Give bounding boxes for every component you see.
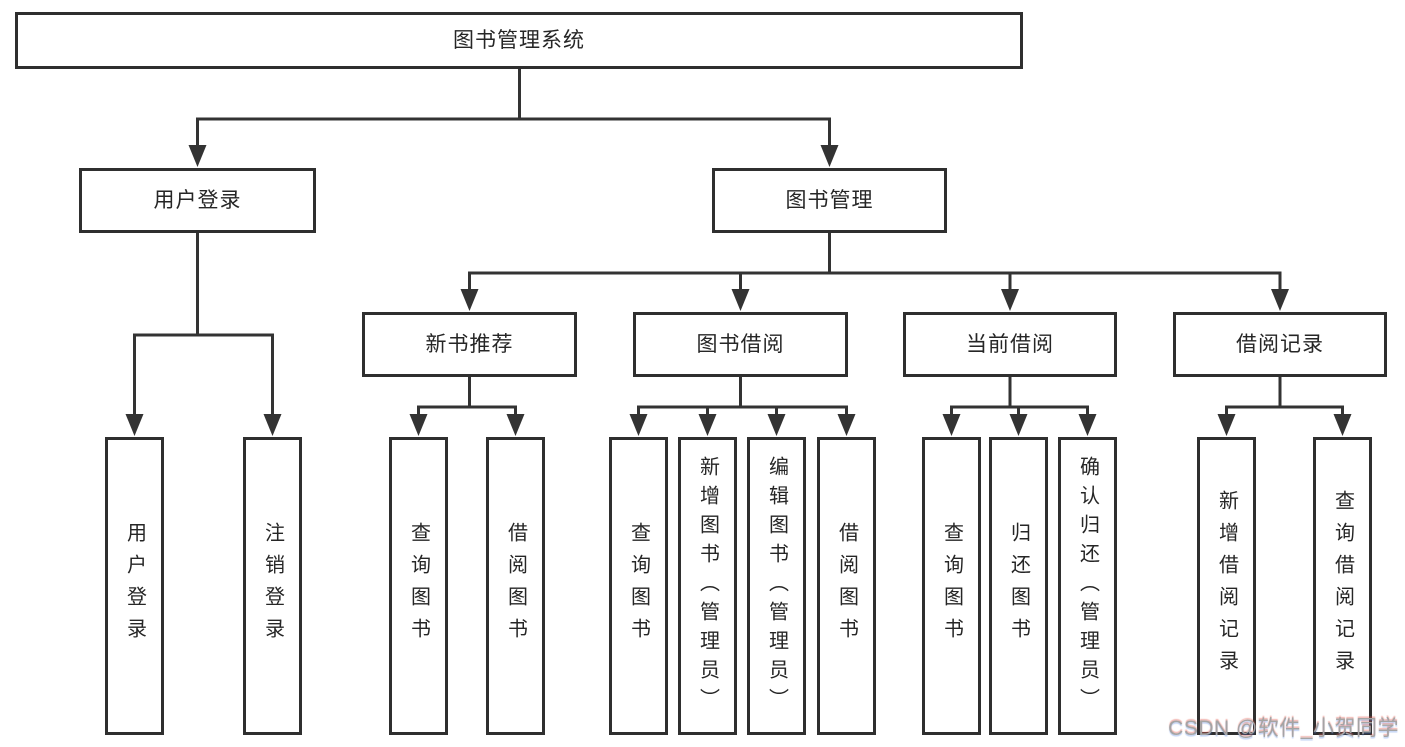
node-edit-books-admin-leaf: 编辑图书（管理员）	[747, 437, 806, 735]
node-label: 借阅图书	[504, 522, 527, 650]
node-borrow-books-leaf: 借阅图书	[817, 437, 876, 735]
node-label: 查询借阅记录	[1331, 490, 1354, 682]
node-book-management: 图书管理	[712, 168, 947, 233]
node-new-book-recommend: 新书推荐	[362, 312, 577, 377]
node-label: 当前借阅	[966, 333, 1054, 356]
node-system-root: 图书管理系统	[15, 12, 1023, 69]
node-query-books-leaf: 查询图书	[609, 437, 668, 735]
node-borrow-books-leaf: 借阅图书	[486, 437, 545, 735]
node-label: 查询图书	[627, 522, 650, 650]
node-return-books-leaf: 归还图书	[989, 437, 1048, 735]
node-label: 编辑图书（管理员）	[765, 455, 788, 717]
node-book-borrow: 图书借阅	[633, 312, 848, 377]
node-confirm-return-admin-leaf: 确认归还（管理员）	[1058, 437, 1117, 735]
node-user-login-leaf: 用户登录	[105, 437, 164, 735]
node-logout-leaf: 注销登录	[243, 437, 302, 735]
node-label: 新增借阅记录	[1215, 490, 1238, 682]
node-label: 图书管理	[785, 189, 874, 212]
node-query-borrow-record-leaf: 查询借阅记录	[1313, 437, 1372, 735]
csdn-watermark: CSDN @软件_小贺同学	[1168, 717, 1399, 740]
node-label: 用户登录	[123, 522, 146, 650]
node-label: 借阅图书	[835, 522, 858, 650]
node-label: 新书推荐	[425, 333, 514, 356]
node-label: 图书借阅	[696, 333, 785, 356]
node-query-books-leaf: 查询图书	[922, 437, 981, 735]
node-current-borrow: 当前借阅	[903, 312, 1117, 377]
node-add-borrow-record-leaf: 新增借阅记录	[1197, 437, 1256, 735]
node-label: 注销登录	[261, 522, 284, 650]
node-label: 借阅记录	[1236, 333, 1324, 356]
node-query-books-leaf: 查询图书	[389, 437, 448, 735]
node-user-login: 用户登录	[79, 168, 316, 233]
node-label: 查询图书	[407, 522, 430, 650]
node-borrow-record: 借阅记录	[1173, 312, 1387, 377]
node-label: 用户登录	[153, 189, 242, 212]
node-label: 查询图书	[940, 522, 963, 650]
node-label: 归还图书	[1007, 522, 1030, 650]
node-label: 图书管理系统	[453, 29, 585, 52]
node-label: 确认归还（管理员）	[1076, 455, 1099, 717]
node-label: 新增图书（管理员）	[696, 455, 719, 717]
node-add-books-admin-leaf: 新增图书（管理员）	[678, 437, 737, 735]
